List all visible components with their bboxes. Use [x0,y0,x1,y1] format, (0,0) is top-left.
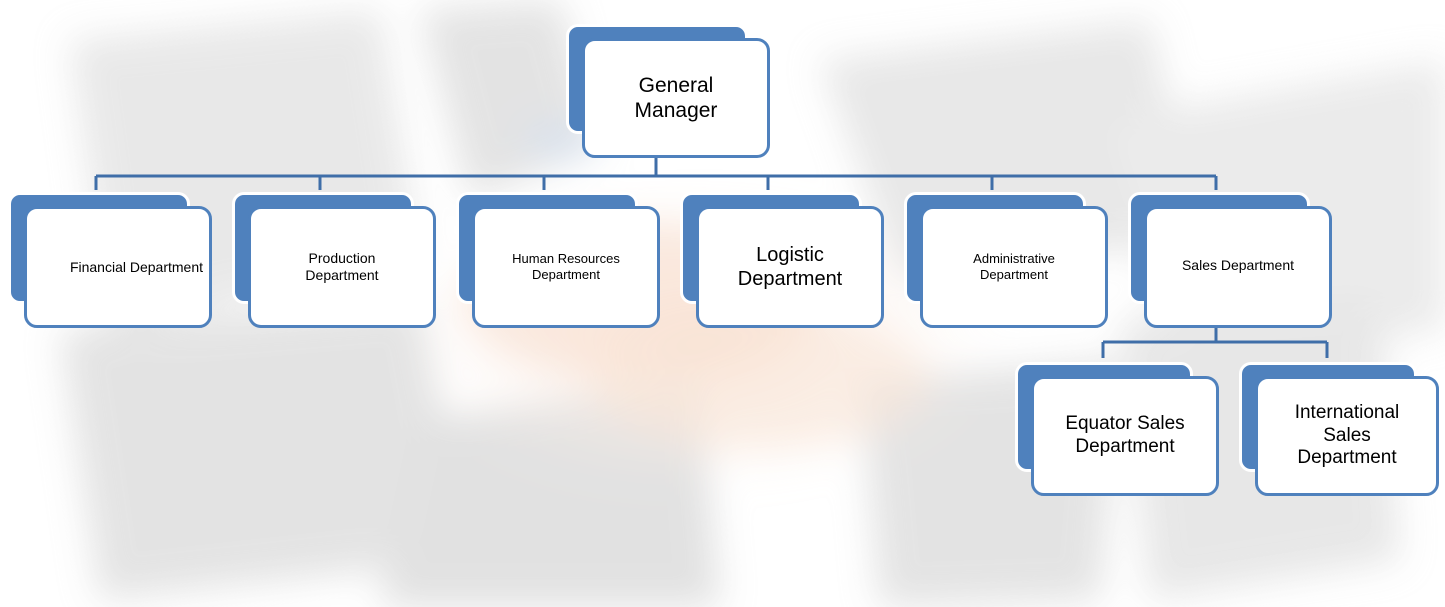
equator-sales-department-node: Equator Sales Department [1015,362,1221,498]
human-resources-department-label: Human Resources Department [472,206,660,328]
general-manager-node: General Manager [566,24,772,160]
general-manager-label: General Manager [582,38,770,158]
sales-department-label: Sales Department [1144,206,1332,328]
production-department-label: Production Department [248,206,436,328]
logistic-department-node: Logistic Department [680,192,884,330]
administrative-department-label: Administrative Department [920,206,1108,328]
production-department-node: Production Department [232,192,436,330]
human-resources-department-node: Human Resources Department [456,192,660,330]
logistic-department-label: Logistic Department [696,206,884,328]
financial-department-label: Financial Department [24,206,212,328]
administrative-department-node: Administrative Department [904,192,1108,330]
equator-sales-department-label: Equator Sales Department [1031,376,1219,496]
international-sales-department-label: International Sales Department [1255,376,1439,496]
sales-department-node: Sales Department [1128,192,1332,330]
international-sales-department-node: International Sales Department [1239,362,1441,498]
financial-department-node: Financial Department [8,192,212,330]
